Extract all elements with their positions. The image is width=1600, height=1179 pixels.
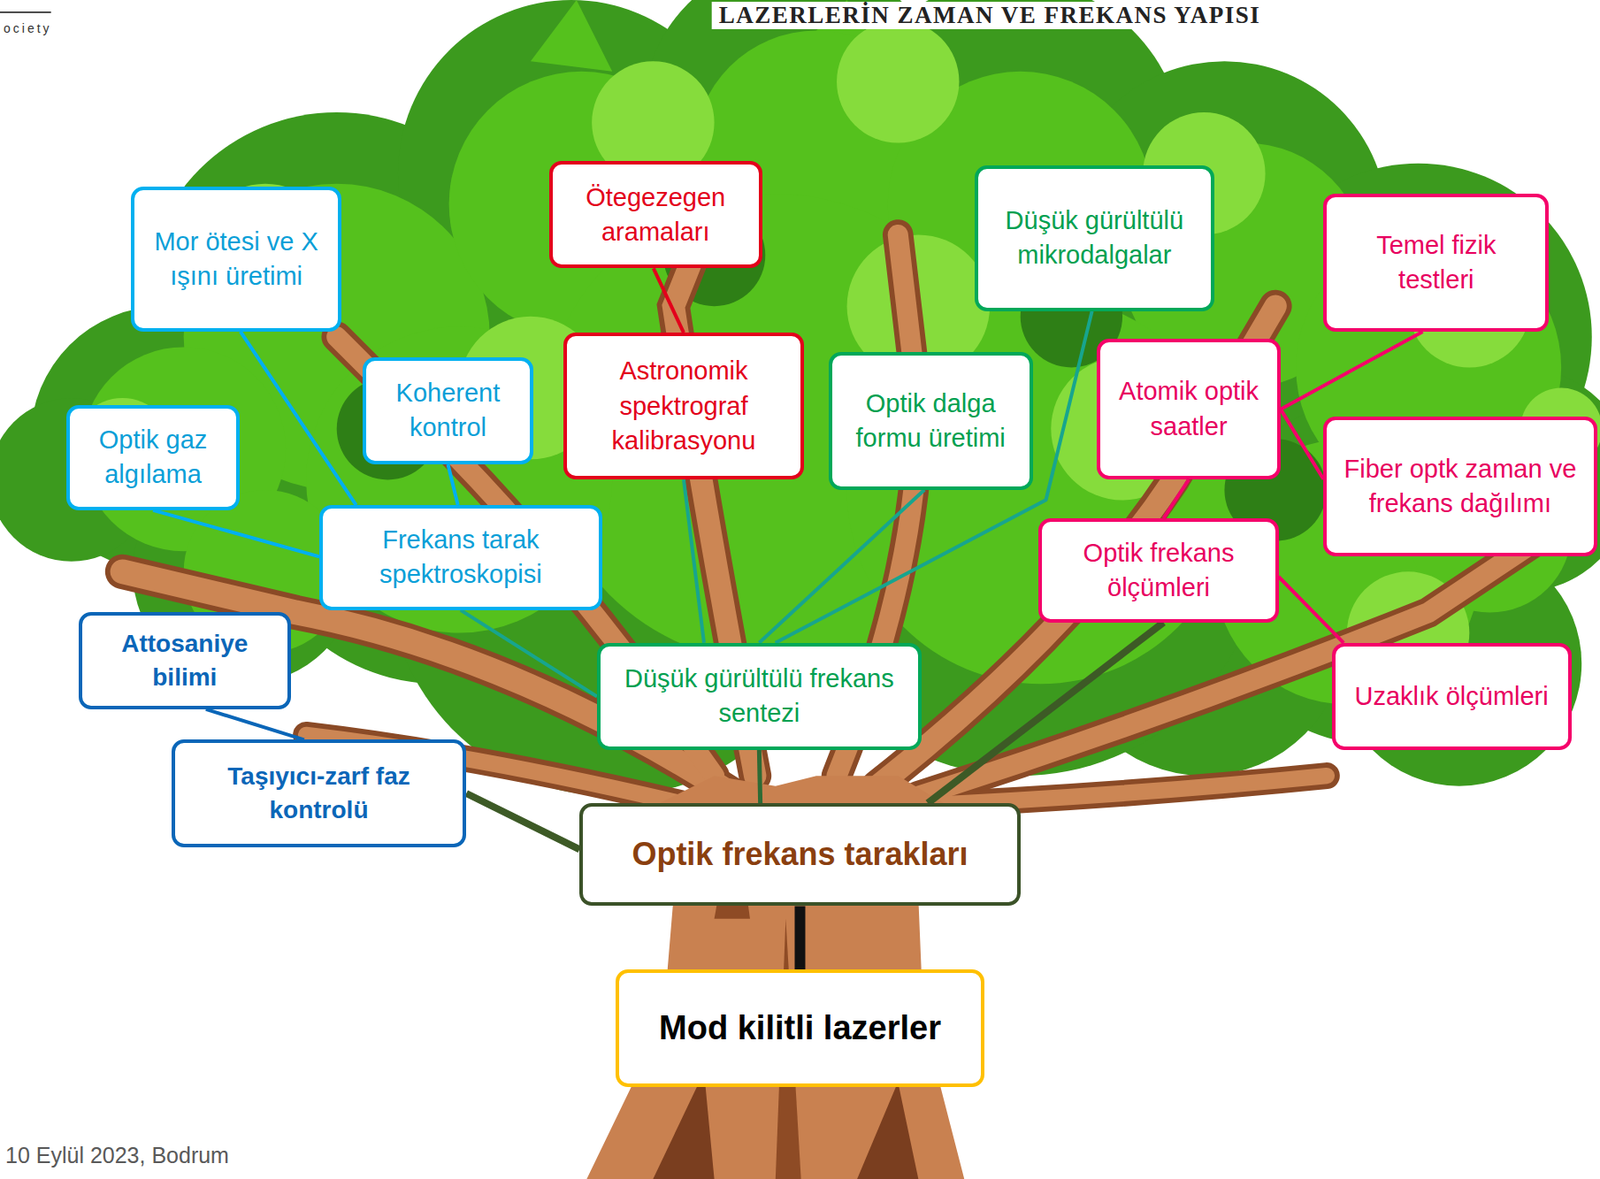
application-box: Koherent kontrol <box>362 357 535 465</box>
node-text: Düşük gürültülü mikrodalgalar <box>988 203 1201 273</box>
branch-connector <box>460 610 598 697</box>
node-text: Temel fizik testleri <box>1337 228 1535 298</box>
node-text: Taşıyıcı-zarf faz kontrolü <box>185 759 452 827</box>
application-box: Mor ötesi ve X ışını üretimi <box>130 186 343 332</box>
node-text: Attosaniye bilimi <box>92 627 277 695</box>
branch-connector <box>794 905 805 970</box>
node-text: Optik frekans tarakları <box>593 833 1006 877</box>
branch-connector <box>683 479 705 644</box>
foliage <box>836 20 959 143</box>
logo-rule <box>0 11 52 14</box>
node-text: Frekans tarak spektroskopisi <box>333 522 589 592</box>
node-text: Astronomik spektrograf kalibrasyonu <box>577 353 790 458</box>
branch-connector <box>1280 331 1424 410</box>
branch-connector <box>1163 479 1189 519</box>
trunk-shade <box>857 1081 919 1179</box>
application-box: Ötegezegen aramaları <box>549 160 763 268</box>
node-text: Koherent kontrol <box>376 375 521 445</box>
application-box: Frekans tarak spektroskopisi <box>319 505 603 611</box>
branch-connector <box>758 750 760 804</box>
application-box: Düşük gürültülü frekans sentezi <box>597 643 922 751</box>
foliage-back <box>0 0 1600 797</box>
node-text: Atomik optik saatler <box>1110 374 1267 444</box>
date-footer: 10 Eylül 2023, Bodrum <box>5 1142 230 1169</box>
comb-box: Optik frekans tarakları <box>579 803 1020 907</box>
node-text: Optik frekans ölçümleri <box>1052 535 1264 605</box>
branch-connector <box>653 267 684 333</box>
application-box: Optik frekans ölçümleri <box>1038 518 1279 623</box>
application-box: Fiber optk zaman ve frekans dağılımı <box>1323 416 1597 557</box>
application-box: Optik dalga formu üretimi <box>828 352 1034 490</box>
application-box: Optik gaz algılama <box>66 405 240 511</box>
branch-connector <box>758 489 925 644</box>
branch-connector <box>1278 576 1345 644</box>
technique-box: Taşıyıcı-zarf faz kontrolü <box>171 739 467 847</box>
application-box: Astronomik spektrograf kalibrasyonu <box>563 332 804 480</box>
node-text: Ötegezegen aramaları <box>563 180 749 250</box>
node-text: Mod kilitli lazerler <box>629 1005 972 1051</box>
trunk-shade <box>652 1071 714 1179</box>
branch-connector <box>447 464 458 506</box>
branch-connector <box>1280 409 1324 480</box>
application-box: Uzaklık ölçümleri <box>1332 643 1572 751</box>
root-box: Mod kilitli lazerler <box>615 969 986 1088</box>
node-text: Uzaklık ölçümleri <box>1346 679 1558 714</box>
branch-connector <box>927 622 1164 804</box>
node-text: Optik gaz algılama <box>80 422 226 492</box>
application-box: Atomik optik saatler <box>1096 338 1281 480</box>
branch-connector <box>153 510 320 557</box>
branch-connector <box>466 793 580 850</box>
application-box: Temel fizik testleri <box>1323 193 1549 332</box>
foliage-light <box>71 20 1600 695</box>
node-text: Fiber optk zaman ve frekans dağılımı <box>1337 451 1583 521</box>
branch-connector <box>240 331 357 506</box>
node-text: Mor ötesi ve X ışını üretimi <box>145 224 329 294</box>
application-box: Düşük gürültülü mikrodalgalar <box>974 165 1215 312</box>
node-text: Optik dalga formu üretimi <box>842 386 1019 456</box>
branch-connector <box>206 709 305 741</box>
leaf-peak <box>530 0 613 72</box>
technique-box: Attosaniye bilimi <box>78 612 291 710</box>
slide-title: LAZERLERİN ZAMAN VE FREKANS YAPISI <box>711 1 1269 30</box>
logo-text: ociety <box>3 21 53 36</box>
node-text: Düşük gürültülü frekans sentezi <box>611 661 908 731</box>
